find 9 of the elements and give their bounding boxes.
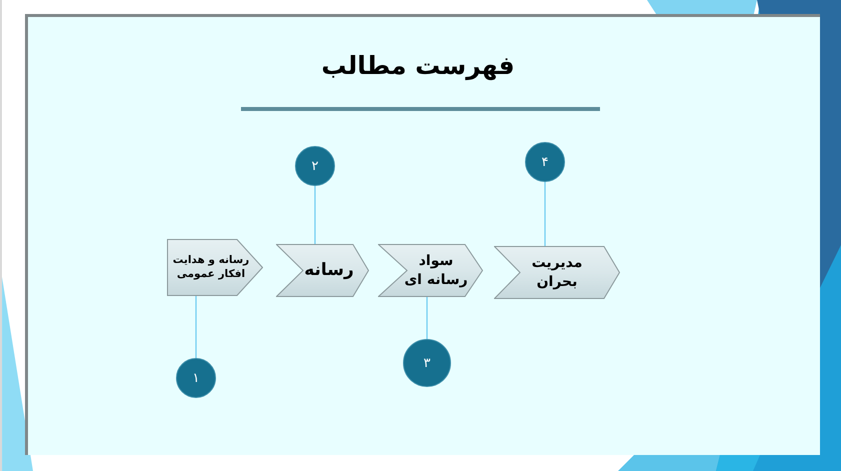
process-step: مدیریت بحران [494,246,620,299]
connector-line [544,182,546,246]
process-step: رسانه و هدایت افکار عمومی [167,239,263,296]
process-step: رسانه [276,244,369,297]
title: فهرست مطالب [321,50,515,82]
connector-line [314,186,316,244]
connector-line [195,296,197,358]
connector-line [426,297,428,339]
process-step: سواد رسانه ای [378,244,483,297]
